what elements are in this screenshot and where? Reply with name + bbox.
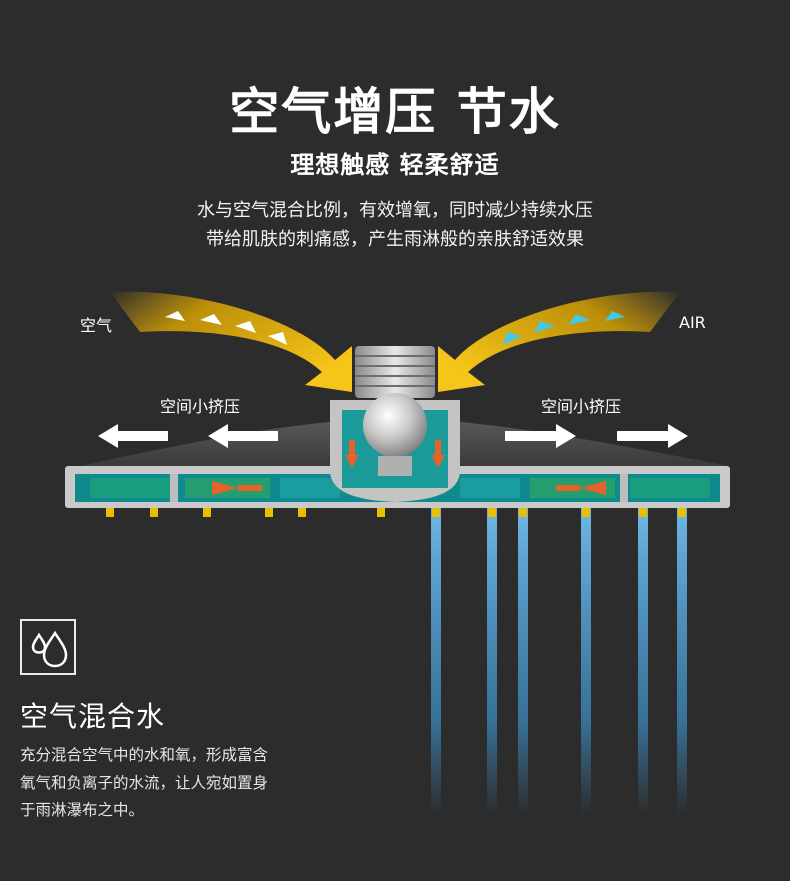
intro-line: 带给肌肤的刺痛感，产生雨淋般的亲肤舒适效果 bbox=[206, 229, 584, 250]
pressure-label-right: 空间小挤压 bbox=[541, 397, 622, 416]
feature-description-line: 氧气和负离子的水流，让人宛如置身 bbox=[20, 773, 269, 792]
pressure-label-left: 空间小挤压 bbox=[160, 397, 241, 416]
air-label-left: 空气 bbox=[80, 316, 113, 335]
page-subtitle: 理想触感 轻柔舒适 bbox=[290, 151, 500, 179]
air-intake-arrow-right bbox=[438, 291, 680, 392]
page-title: 空气增压 节水 bbox=[229, 83, 561, 141]
pressure-arrows-right bbox=[505, 424, 688, 448]
water-drops-icon bbox=[20, 619, 76, 675]
feature-description-line: 充分混合空气中的水和氧，形成富含 bbox=[20, 746, 269, 764]
water-streams bbox=[431, 505, 687, 815]
air-intake-arrow-left bbox=[110, 291, 352, 392]
feature-title: 空气混合水 bbox=[20, 700, 166, 733]
intro-description: 水与空气混合比例，有效增氧，同时减少持续水压 带给肌肤的刺痛感，产生雨淋般的亲肤… bbox=[0, 196, 790, 254]
center-connector bbox=[330, 346, 460, 502]
feature-description: 充分混合空气中的水和氧，形成富含 氧气和负离子的水流，让人宛如置身 于雨淋瀑布之… bbox=[20, 742, 330, 825]
feature-description-line: 于雨淋瀑布之中。 bbox=[20, 801, 145, 819]
intro-line: 水与空气混合比例，有效增氧，同时减少持续水压 bbox=[197, 200, 593, 221]
air-label-right: AIR bbox=[679, 313, 706, 332]
pressure-arrows-left bbox=[98, 424, 278, 448]
